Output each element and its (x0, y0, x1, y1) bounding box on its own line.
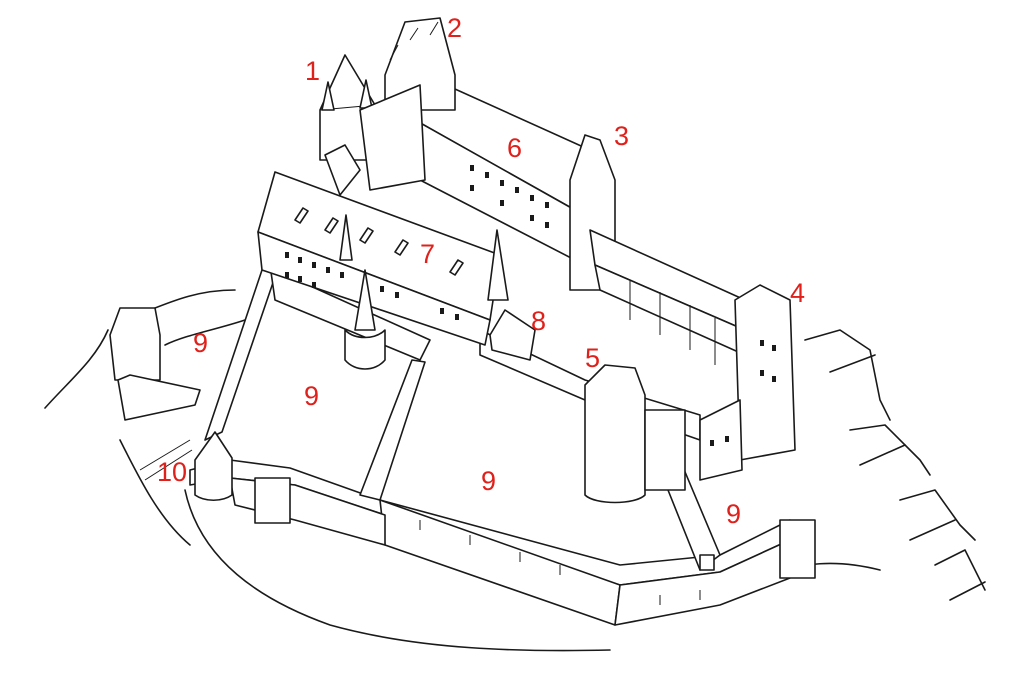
gallery (589, 229, 746, 365)
marker-6: 6 (507, 133, 522, 163)
markers: 1 2 3 4 5 6 7 8 9 9 9 9 10 (157, 13, 805, 529)
marker-4: 4 (790, 278, 805, 308)
marker-9c: 9 (481, 466, 496, 496)
tower-10 (139, 431, 233, 502)
marker-1: 1 (305, 56, 320, 86)
outer-curtain-wall (189, 459, 791, 626)
marker-9a: 9 (193, 328, 208, 358)
marker-9b: 9 (304, 381, 319, 411)
tower-5 (584, 364, 686, 504)
marker-3: 3 (614, 121, 629, 151)
marker-7: 7 (420, 239, 435, 269)
building-4 (699, 284, 796, 481)
middle-range (324, 84, 426, 196)
terrain-lines (44, 289, 986, 652)
marker-5: 5 (585, 343, 600, 373)
building-8 (487, 229, 536, 361)
left-house (109, 307, 201, 421)
marker-10: 10 (157, 457, 187, 487)
stair-tower (339, 214, 386, 370)
building-7 (257, 171, 501, 346)
marker-9d: 9 (726, 499, 741, 529)
marker-8: 8 (531, 306, 546, 336)
marker-2: 2 (447, 13, 462, 43)
wall-turrets (254, 477, 816, 579)
